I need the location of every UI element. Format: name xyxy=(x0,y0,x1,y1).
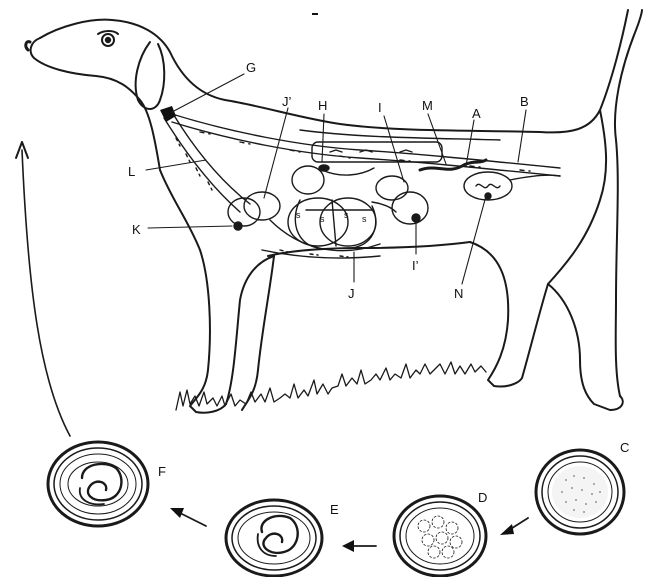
internal-organs xyxy=(164,112,560,258)
leader-lines xyxy=(146,74,526,284)
label-m: M xyxy=(422,98,433,113)
label-n: N xyxy=(454,286,463,301)
return-arrow xyxy=(16,142,70,436)
label-f: F xyxy=(158,464,166,479)
label-l: L xyxy=(128,164,135,179)
label-j: J xyxy=(348,286,355,301)
label-i: I xyxy=(378,100,382,115)
label-d: D xyxy=(478,490,487,505)
label-g: G xyxy=(246,60,256,75)
label-k: K xyxy=(132,222,141,237)
label-e: E xyxy=(330,502,339,517)
nasal-mass xyxy=(160,106,176,122)
label-i-prime: I’ xyxy=(412,258,419,273)
stomach-mark: s xyxy=(362,214,367,224)
stomach-mark: s xyxy=(296,210,301,220)
egg-stage-f xyxy=(48,442,148,526)
label-c: C xyxy=(620,440,629,455)
stomach-mark: s xyxy=(344,210,349,220)
egg-arrows xyxy=(170,508,528,552)
grass-line xyxy=(176,362,486,410)
dog-outline xyxy=(26,10,642,413)
stomach-marks: s s s s xyxy=(296,210,367,224)
label-h: H xyxy=(318,98,327,113)
label-b: B xyxy=(520,94,529,109)
egg-stage-c xyxy=(536,450,624,534)
label-a: A xyxy=(472,106,481,121)
egg-stage-d xyxy=(394,496,486,576)
stomach-mark: s xyxy=(320,214,325,224)
label-j-prime: J’ xyxy=(282,94,292,109)
egg-stage-e xyxy=(226,500,322,576)
